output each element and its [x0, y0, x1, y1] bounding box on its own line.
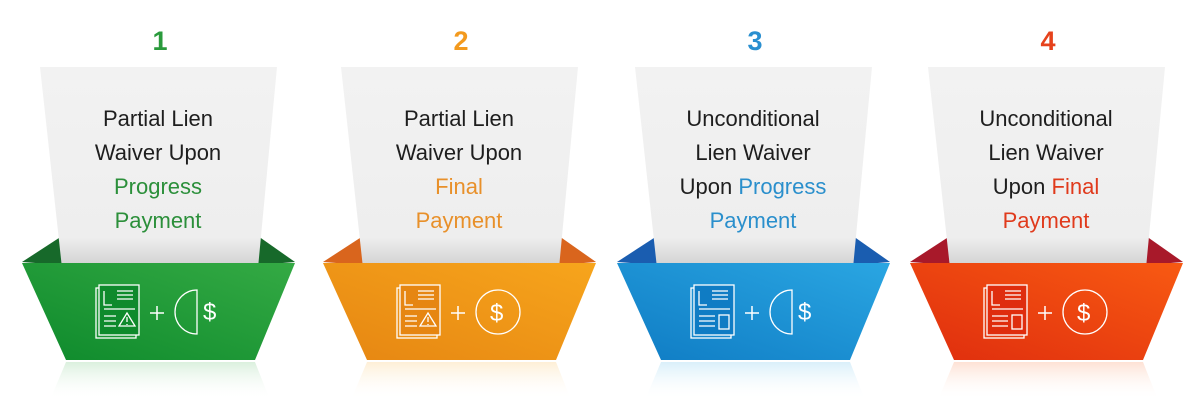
- highlighted-text: Payment: [1002, 208, 1090, 233]
- title-line: Unconditional: [635, 102, 871, 136]
- paper-sheet: [635, 67, 872, 268]
- pocket-back-right: [559, 236, 596, 265]
- step-number: 2: [453, 26, 469, 56]
- pocket-reflection: [645, 362, 865, 400]
- document-warning-icon: [95, 284, 140, 339]
- title-text: Partial Lien: [102, 106, 214, 131]
- title-line: Waiver Upon: [341, 136, 577, 170]
- title-text: Upon: [679, 174, 739, 199]
- pocket-back-left: [323, 236, 363, 265]
- pocket-graphic: $: [323, 67, 596, 400]
- pocket-back-left: [910, 236, 950, 265]
- pocket-front: [617, 263, 890, 360]
- svg-text:$: $: [798, 299, 811, 326]
- paper-sheet: [40, 67, 277, 268]
- title-line: Partial Lien: [341, 102, 577, 136]
- pocket-back-right: [853, 236, 890, 265]
- title-line: Progress: [40, 170, 276, 204]
- title-text: Unconditional: [686, 106, 820, 131]
- step-number: 4: [1040, 26, 1056, 56]
- paper-sheet: [928, 67, 1165, 268]
- title-text: Lien Waiver: [988, 140, 1104, 165]
- title-line: Unconditional: [928, 102, 1164, 136]
- title-line: Partial Lien: [40, 102, 276, 136]
- highlighted-text: Final: [1051, 174, 1100, 199]
- title-text: Waiver Upon: [94, 140, 222, 165]
- title-line: Lien Waiver: [635, 136, 871, 170]
- highlighted-text: Final: [435, 174, 483, 199]
- pocket-graphic: $: [910, 67, 1183, 400]
- document-box-icon: [983, 284, 1028, 339]
- highlighted-text: Payment: [709, 208, 797, 233]
- paper-sheet: [341, 67, 578, 268]
- title-line: Upon Final: [928, 170, 1164, 204]
- title-text: Partial Lien: [403, 106, 515, 131]
- title-line: Payment: [928, 204, 1164, 238]
- pocket-reflection: [351, 362, 571, 400]
- title-line: Payment: [40, 204, 276, 238]
- step-number: 1: [152, 26, 168, 56]
- pocket-reflection: [938, 362, 1158, 400]
- document-warning-icon: [396, 284, 441, 339]
- pocket-back-right: [1146, 236, 1183, 265]
- highlighted-text: Payment: [415, 208, 503, 233]
- title-text: Waiver Upon: [395, 140, 523, 165]
- step-number: 3: [747, 26, 763, 56]
- title-line: Waiver Upon: [40, 136, 276, 170]
- plus-icon: [745, 306, 759, 320]
- highlighted-text: Progress: [113, 174, 203, 199]
- title-line: Payment: [341, 204, 577, 238]
- svg-text:$: $: [1077, 300, 1090, 327]
- pocket-graphic: $: [617, 67, 890, 400]
- title-line: Payment: [635, 204, 871, 238]
- pocket-front: [22, 263, 295, 360]
- half-coin-dollar-icon: $: [769, 289, 811, 335]
- full-coin-dollar-icon: $: [475, 289, 521, 335]
- svg-text:$: $: [490, 300, 503, 327]
- document-box-icon: [690, 284, 735, 339]
- pocket-front: [323, 263, 596, 360]
- full-coin-dollar-icon: $: [1062, 289, 1108, 335]
- highlighted-text: Progress: [738, 174, 827, 199]
- pocket-reflection: [50, 362, 270, 400]
- highlighted-text: Payment: [114, 208, 202, 233]
- pocket-back-right: [258, 236, 295, 265]
- title-line: Lien Waiver: [928, 136, 1164, 170]
- svg-text:$: $: [203, 299, 216, 326]
- title-text: Lien Waiver: [695, 140, 811, 165]
- pocket-front: [910, 263, 1183, 360]
- half-coin-dollar-icon: $: [174, 289, 216, 335]
- plus-icon: [1038, 306, 1052, 320]
- title-text: Unconditional: [979, 106, 1113, 131]
- plus-icon: [150, 306, 164, 320]
- pocket-back-left: [617, 236, 657, 265]
- title-line: Upon Progress: [635, 170, 871, 204]
- pocket-back-left: [22, 236, 62, 265]
- plus-icon: [451, 306, 465, 320]
- pocket-graphic: $: [22, 67, 295, 400]
- title-line: Final: [341, 170, 577, 204]
- title-text: Upon: [992, 174, 1052, 199]
